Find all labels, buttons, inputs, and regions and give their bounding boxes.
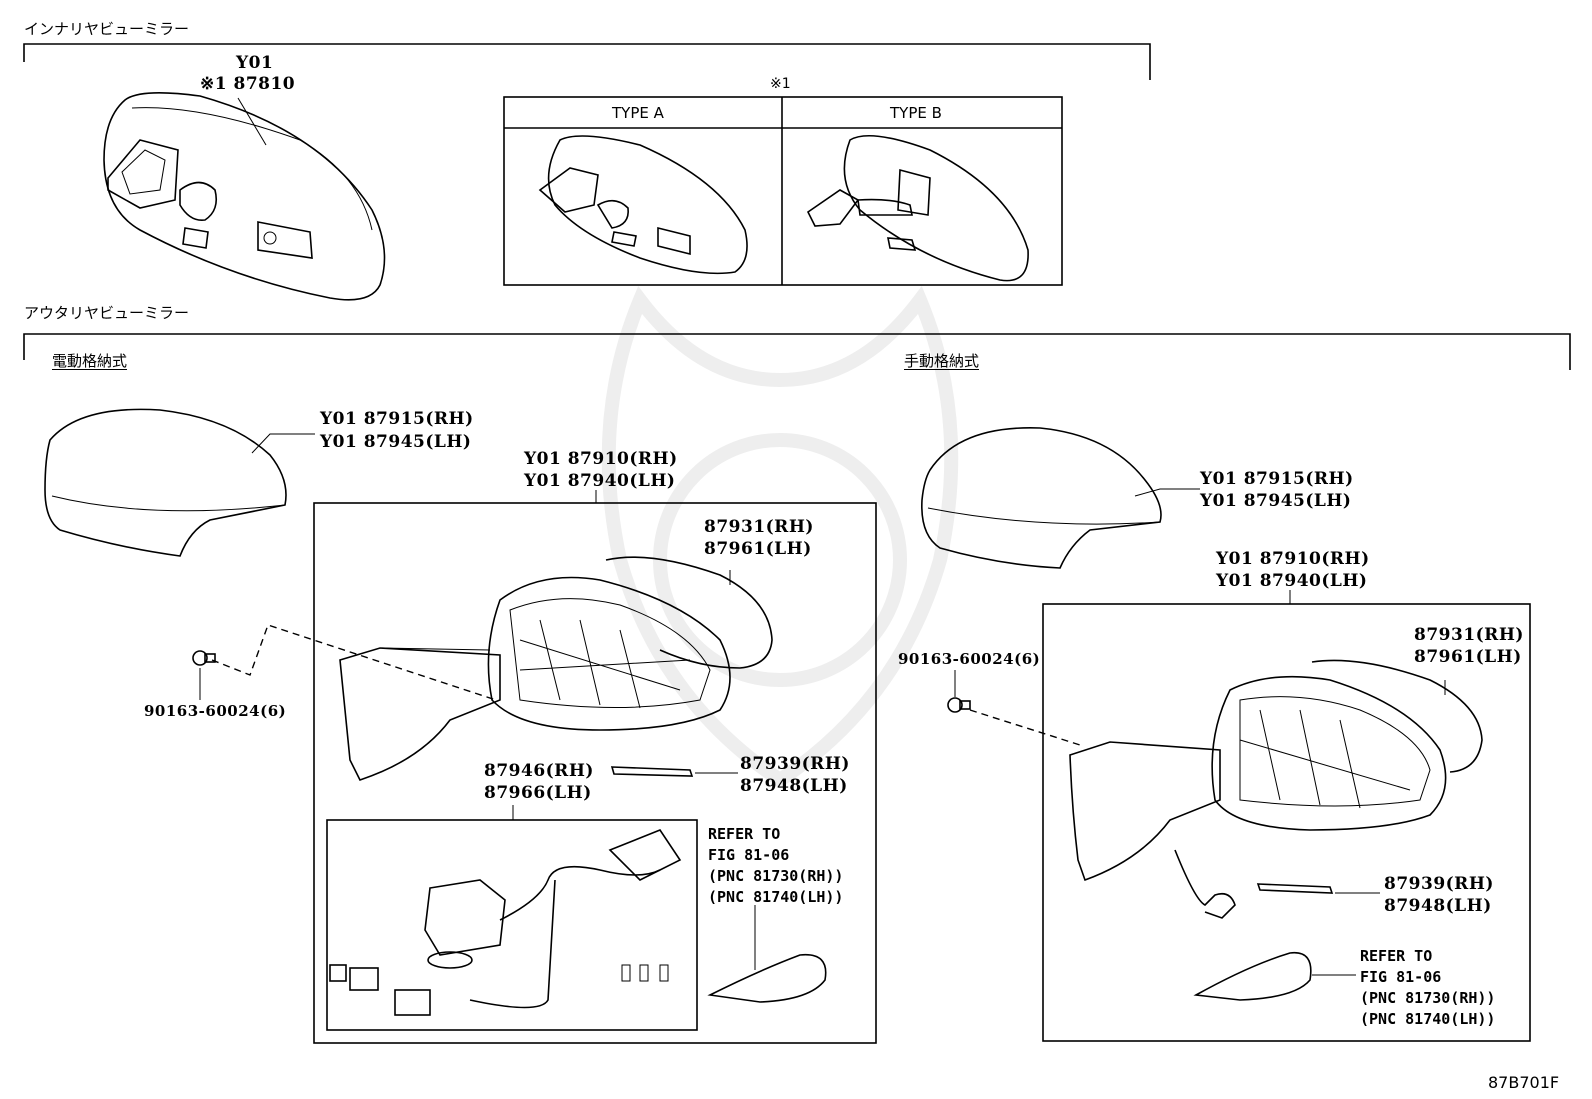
left-assy-part-rh: Y01 87910(RH) [524, 449, 678, 469]
right-screw-leader [969, 709, 1081, 746]
type-a-mirror-drawing [538, 135, 748, 275]
right-mirror-body-drawing [1069, 659, 1483, 919]
right-clip-part-lh: 87948(LH) [1384, 896, 1492, 916]
left-assy-box [313, 502, 877, 1044]
left-retractor-part-lh: 87966(LH) [484, 783, 592, 803]
right-cover-drawing [921, 427, 1200, 569]
outer-section-bracket [23, 333, 1571, 370]
type-a-header: TYPE A [612, 104, 664, 122]
right-glass-part-lh: 87961(LH) [1414, 647, 1522, 667]
left-screw-drawing [192, 650, 216, 700]
left-assy-part-lh: Y01 87940(LH) [524, 471, 676, 491]
right-refer-line-4: (PNC 81740(LH)) [1360, 1010, 1496, 1028]
left-glass-part-rh: 87931(RH) [704, 517, 814, 537]
type-b-header: TYPE B [890, 104, 942, 122]
right-turn-lamp-drawing [1193, 951, 1356, 1001]
left-glass-part-lh: 87961(LH) [704, 539, 812, 559]
type-table [503, 96, 1063, 286]
inner-mirror-color-code: Y01 [236, 53, 274, 73]
right-clip-drawing [1256, 883, 1380, 894]
type-b-mirror-drawing [806, 135, 1029, 282]
right-screw-drawing [947, 670, 971, 713]
left-refer-line-4: (PNC 81740(LH)) [708, 888, 844, 906]
figure-code: 87B701F [1488, 1073, 1560, 1092]
left-retractor-box [326, 819, 698, 1031]
right-cover-part-rh: Y01 87915(RH) [1200, 469, 1354, 489]
right-refer-line-1: REFER TO [1360, 947, 1433, 965]
manual-fold-subtitle: 手動格納式 [904, 352, 980, 370]
left-cover-part-lh: Y01 87945(LH) [320, 432, 472, 452]
right-refer-line-3: (PNC 81730(RH)) [1360, 989, 1496, 1007]
right-cover-part-lh: Y01 87945(LH) [1200, 491, 1352, 511]
left-clip-drawing [610, 766, 738, 777]
inner-section-bracket [23, 43, 1151, 80]
inner-mirror-drawing [103, 92, 386, 301]
outer-mirror-section-title: アウタリヤビューミラー [24, 304, 190, 322]
left-clip-part-rh: 87939(RH) [740, 754, 850, 774]
left-retractor-drawing [329, 829, 682, 1016]
right-assy-box [1042, 603, 1531, 1042]
left-turn-lamp-drawing [707, 905, 827, 1003]
right-clip-part-rh: 87939(RH) [1384, 874, 1494, 894]
right-assy-part-lh: Y01 87940(LH) [1216, 571, 1368, 591]
left-cover-drawing [44, 408, 315, 557]
left-refer-line-2: FIG 81-06 [708, 846, 790, 864]
inner-mirror-section-title: インナリヤビューミラー [24, 20, 190, 38]
right-refer-line-2: FIG 81-06 [1360, 968, 1442, 986]
left-mirror-body-drawing [339, 556, 773, 781]
left-clip-part-lh: 87948(LH) [740, 776, 848, 796]
left-retractor-part-rh: 87946(RH) [484, 761, 594, 781]
inner-mirror-part-number: ※1 87810 [200, 74, 296, 94]
left-screw-part: 90163-60024(6) [144, 702, 287, 720]
right-assy-part-rh: Y01 87910(RH) [1216, 549, 1370, 569]
left-refer-line-1: REFER TO [708, 825, 781, 843]
left-refer-line-3: (PNC 81730(RH)) [708, 867, 844, 885]
type-note-mark: ※1 [770, 76, 791, 92]
left-cover-part-rh: Y01 87915(RH) [320, 409, 474, 429]
left-screw-leader [211, 624, 497, 701]
right-glass-part-rh: 87931(RH) [1414, 625, 1524, 645]
electric-fold-subtitle: 電動格納式 [52, 352, 128, 370]
right-screw-part: 90163-60024(6) [898, 650, 1041, 668]
